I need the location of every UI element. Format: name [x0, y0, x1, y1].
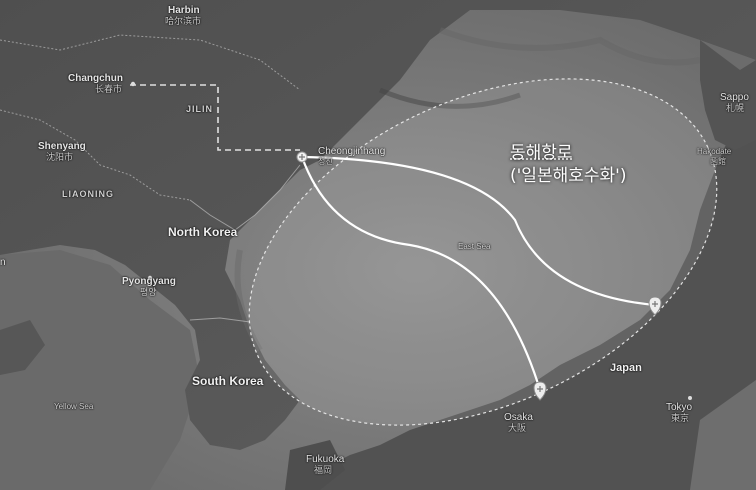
kyushu-land: [285, 440, 345, 490]
city-dot-changchun: [130, 81, 136, 87]
label-sapporo: Sappo: [720, 92, 749, 103]
mountain-ridge-1: [438, 27, 701, 66]
pacific-sea-corner: [690, 380, 756, 490]
label-pyongyang: Pyongyang: [122, 276, 176, 287]
label-south-korea: South Korea: [192, 374, 264, 388]
label-harbin: Harbin: [168, 5, 200, 16]
mainland-landmass: [0, 0, 756, 450]
label-cheongjinhang: Cheongjinhang: [318, 146, 386, 157]
label-north-korea: North Korea: [168, 225, 238, 239]
label-jilin: JILIN: [186, 104, 214, 114]
label-hakodate-local: 函館: [710, 157, 726, 166]
label-fukuoka-local: 福岡: [314, 465, 333, 475]
label-cheongjinhang-local: 청진: [318, 157, 333, 166]
border-jilin-north: [130, 84, 300, 151]
marker-cheongjin-icon: [296, 151, 308, 163]
label-sapporo-local: 札幌: [726, 103, 745, 113]
hokkaido-land: [700, 40, 756, 150]
label-left-edge: n: [0, 257, 6, 268]
city-dot-pyongyang: [147, 275, 153, 281]
label-osaka-local: 大阪: [508, 423, 527, 433]
label-tokyo: Tokyo: [666, 402, 693, 413]
route-title: 동해항로 ('일본해호수화'): [510, 142, 626, 188]
label-pyongyang-local: 평양: [140, 287, 157, 297]
honshu-land: [300, 120, 756, 490]
label-east-sea: East Sea: [458, 242, 491, 251]
marker-osaka-icon: [533, 381, 547, 401]
border-dmz: [189, 317, 251, 323]
mountain-ridge-2: [379, 87, 521, 109]
route-title-line2: ('일본해호수화'): [510, 166, 627, 186]
label-osaka: Osaka: [504, 412, 533, 423]
city-dot-tokyo: [688, 396, 692, 400]
label-liaoning: LIAONING: [62, 189, 114, 199]
border-korea-china: [189, 164, 301, 231]
route-line-to-osaka: [300, 156, 542, 391]
label-hakodate: Hakodate: [697, 147, 732, 156]
route-title-line1: 동해항로: [510, 143, 573, 163]
label-tokyo-local: 東京: [671, 413, 690, 423]
label-yellow-sea: Yellow Sea: [54, 402, 94, 411]
yellow-sea-area: [0, 250, 200, 490]
label-japan: Japan: [610, 362, 642, 374]
route-line-to-japan-west-coast: [301, 155, 656, 307]
marker-japan-west-icon: [648, 296, 662, 316]
label-changchun: Changchun: [68, 73, 123, 84]
label-changchun-local: 长春市: [95, 84, 123, 94]
label-harbin-local: 哈尔滨市: [165, 16, 202, 26]
mountain-ridge-3: [234, 249, 263, 352]
lake-concept-ellipse: [248, 78, 718, 426]
border-jilin-liaoning: [0, 109, 191, 201]
label-shenyang-local: 沈阳市: [46, 152, 74, 162]
label-fukuoka: Fukuoka: [306, 454, 345, 465]
label-shenyang: Shenyang: [38, 141, 86, 152]
shandong-land: [0, 320, 45, 375]
